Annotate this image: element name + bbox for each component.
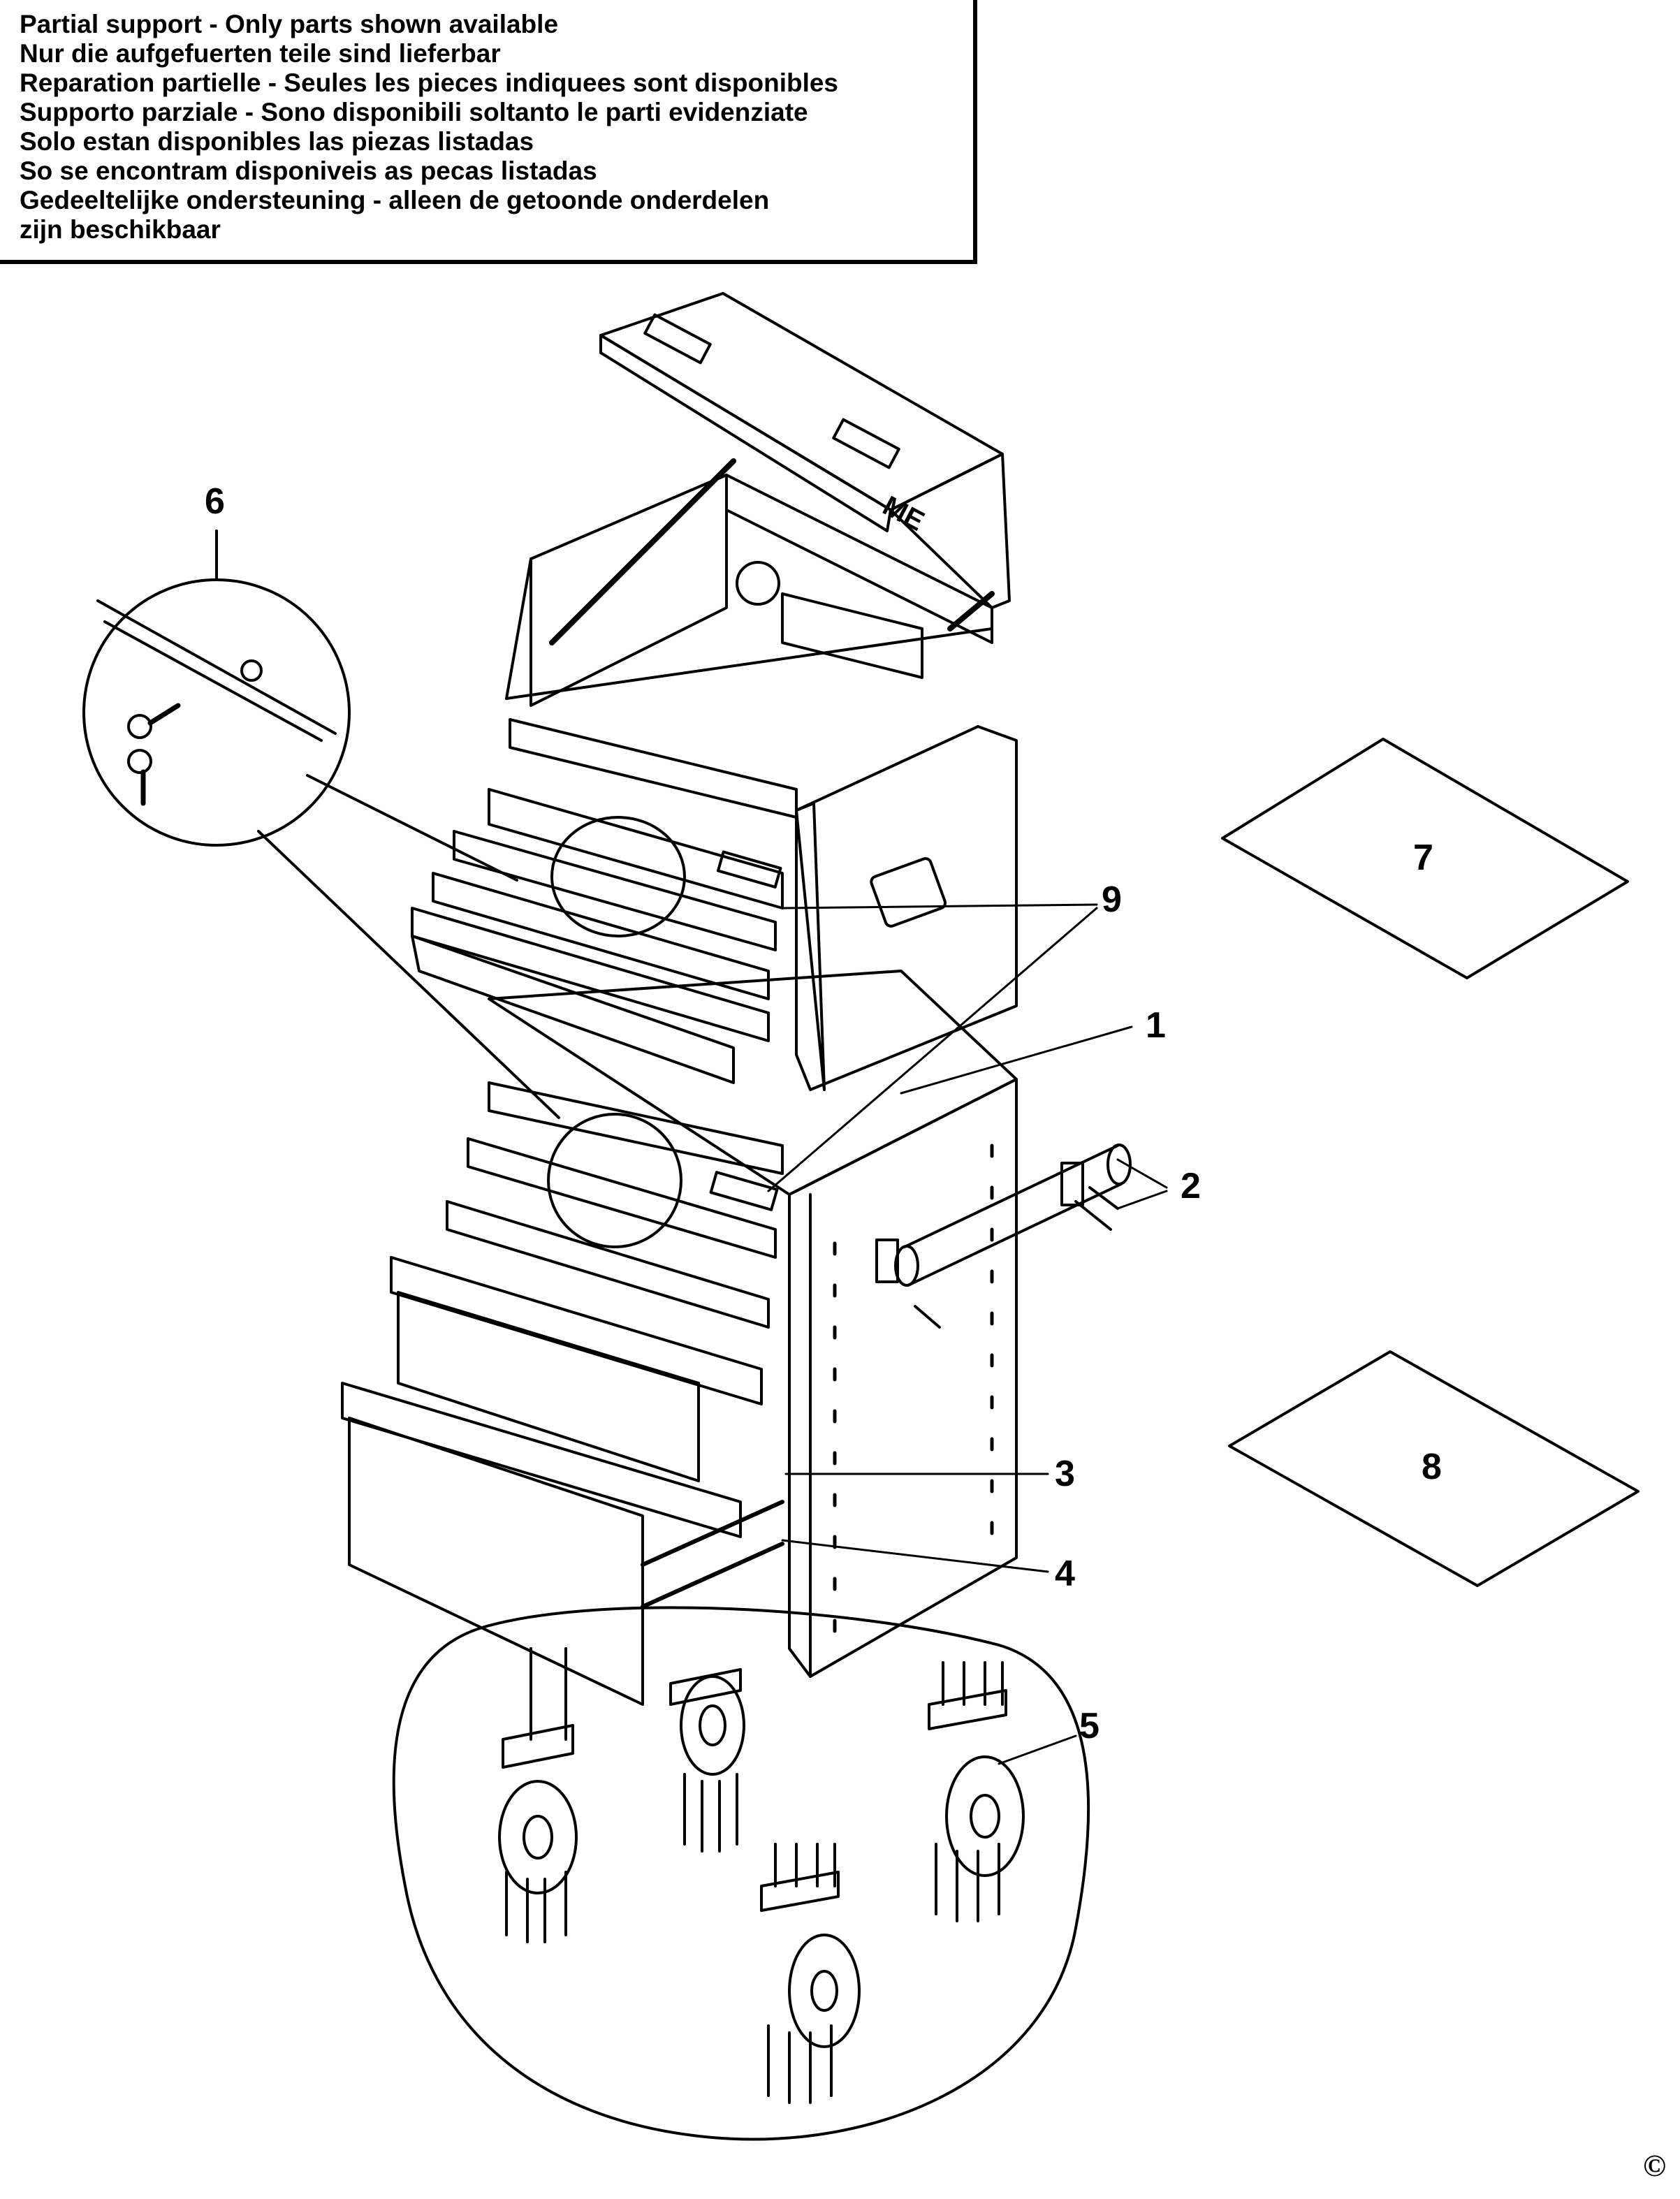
notice-line-it: Supporto parziale - Sono disponibili sol… [20, 98, 808, 126]
callout-2-leader [1116, 1158, 1168, 1189]
callout-8: 8 [1422, 1447, 1442, 1487]
notice-line-en: Partial support - Only parts shown avail… [20, 10, 559, 38]
caster-front-left [498, 1647, 578, 1943]
top-chest: ME [411, 292, 1018, 1091]
notice-line-de: Nur die aufgefuerten teile sind lieferba… [20, 39, 501, 68]
drawer-slide-lower [641, 1542, 784, 1609]
callout-1: 1 [1146, 1005, 1166, 1046]
lid-handle-right [832, 418, 900, 469]
callout-5: 5 [1079, 1706, 1100, 1746]
callout-9: 9 [1102, 879, 1122, 920]
key-blade-1 [147, 703, 181, 726]
key-lock-detail [82, 529, 560, 1119]
detail-leader-cabinet [257, 830, 560, 1119]
key-ring-1 [127, 714, 152, 739]
notice-line-nl-2: zijn beschikbaar [20, 215, 221, 244]
cabinet-badge [709, 1171, 779, 1211]
notice-line-nl-1: Gedeeltelijke ondersteuning - alleen de … [20, 186, 770, 214]
callout-3: 3 [1055, 1454, 1075, 1494]
gas-strut-right [947, 591, 995, 631]
fan-vent [736, 561, 780, 606]
gas-strut-left [549, 458, 736, 645]
callout-leaders [767, 903, 1168, 1765]
key-detail-circle [82, 578, 351, 847]
callout-7: 7 [1413, 838, 1433, 878]
copyright-mark: © [1643, 2149, 1666, 2183]
callout-1-leader [900, 1025, 1133, 1095]
lock-cylinder [240, 659, 263, 682]
bottom-cabinet [341, 970, 1132, 1706]
chest-drawers [411, 718, 798, 1084]
key-ring-2 [127, 749, 152, 774]
notice-line-pt: So se encontram disponiveis as pecas lis… [20, 156, 597, 185]
callout-6: 6 [205, 481, 225, 522]
detail-leader-chest [306, 774, 518, 882]
parts-notice-box: Partial support - Only parts shown avail… [0, 0, 977, 264]
manual-sheet-8 [1228, 1350, 1639, 1587]
caster-rear-left [760, 1843, 861, 2104]
callout-4-leader [781, 1539, 1049, 1573]
cabinet-side-panel [788, 1078, 1018, 1678]
chest-lock-detail-ring [550, 816, 686, 937]
side-handle-bar [875, 1144, 1132, 1329]
casters-group [392, 1606, 1090, 2141]
notice-line-fr: Reparation partielle - Seules les pieces… [20, 68, 839, 97]
cabinet-drawers [341, 1081, 784, 1706]
manual-sheet-7 [1221, 738, 1629, 979]
callout-9-leader-top [781, 903, 1098, 909]
callout-9-leader-bottom [767, 907, 1098, 1192]
caster-rear-right [928, 1661, 1025, 1922]
caster-front-right [669, 1668, 745, 1853]
callout-5-leader [998, 1734, 1077, 1765]
notice-line-es: Solo estan disponibles las piezas listad… [20, 127, 534, 156]
callout-2: 2 [1181, 1166, 1201, 1206]
chest-badge [716, 850, 782, 889]
cabinet-lock-detail-ring [547, 1113, 682, 1248]
power-strip [781, 592, 923, 679]
casters-outline [392, 1606, 1090, 2141]
drawer-slide-upper [641, 1500, 784, 1567]
chest-side-handle [870, 857, 947, 928]
side-perforations [833, 1144, 994, 1633]
callout-4: 4 [1055, 1554, 1075, 1594]
chest-side-panel [795, 725, 1018, 1091]
lid-handle-left [643, 313, 712, 365]
